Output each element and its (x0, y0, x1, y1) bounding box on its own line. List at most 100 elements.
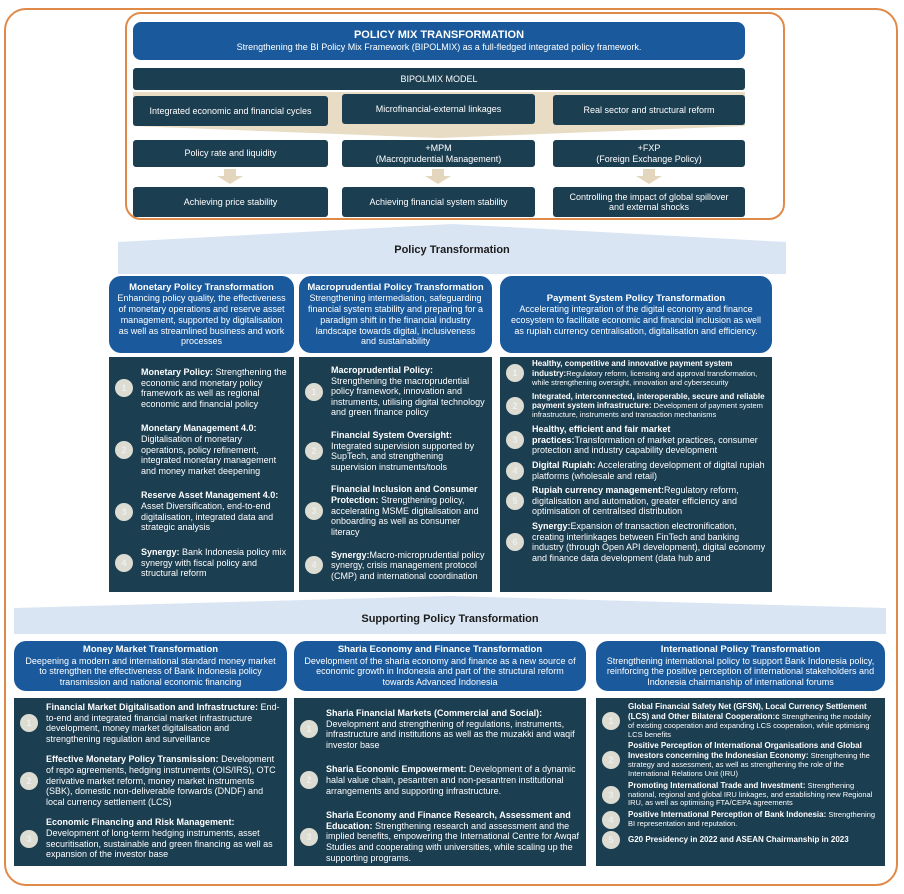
bipolmix-model-bar: BIPOLMIX MODEL (133, 68, 745, 90)
list-item: 6 Synergy:Expansion of transaction electr… (506, 521, 766, 563)
column-panel: 1 Healthy, competitive and innovative pay… (500, 357, 772, 592)
column-description: Enhancing policy quality, the effectiven… (117, 293, 286, 347)
number-badge-icon: 1 (506, 364, 524, 383)
item-title: Financial System Oversight: (331, 430, 453, 441)
instrument-mpm: +MPM(Macroprudential Management) (342, 140, 535, 167)
policy-mix-subtitle: Strengthening the BI Policy Mix Framewor… (236, 42, 642, 53)
instrument-sublabel: (Foreign Exchange Policy) (596, 153, 702, 164)
item-title: G20 Presidency in 2022 and ASEAN Chairma… (628, 835, 849, 845)
item-title: Global Financial Safety Net (GFSN), Loca… (628, 702, 867, 721)
item-description: Strengthening the strategy and assessmen… (628, 751, 870, 778)
item-description: Accelerating development of digital rupi… (532, 459, 765, 481)
number-badge-icon: 6 (506, 533, 524, 552)
item-title: Macroprudential Policy: (331, 365, 434, 375)
number-badge-icon: 3 (305, 502, 323, 520)
item-text: Economic Financing and Risk Management: … (46, 817, 281, 859)
objective-label: Achieving financial system stability (369, 196, 508, 207)
list-item: 3 Economic Financing and Risk Management:… (20, 817, 281, 859)
supporting-transformation-label: Supporting Policy Transformation (361, 613, 539, 625)
item-description: End-to-end and integrated financial mark… (46, 702, 280, 744)
column-title: Macroprudential Policy Transformation (307, 281, 484, 293)
item-text: Synergy:Expansion of transaction electro… (532, 521, 766, 563)
policy-band-shape (118, 224, 786, 274)
item-text: Financial System Oversight: Integrated s… (331, 430, 486, 472)
number-badge-icon: 4 (115, 553, 133, 572)
number-badge-icon: 1 (602, 711, 620, 730)
number-badge-icon: 4 (506, 461, 524, 480)
item-title: Economic Financing and Risk Management: (46, 817, 235, 828)
item-description: Development and strengthening of regulat… (326, 718, 575, 750)
supporting-band-shape (14, 596, 886, 634)
item-text: Promoting International Trade and Invest… (628, 781, 879, 809)
item-description: Strengthening BI representation and repu… (628, 810, 876, 829)
item-title: Financial Market Digitalisation and Infr… (46, 702, 259, 712)
item-description: Strengthening policy, accelerating MSME … (331, 495, 479, 537)
item-text: Healthy, efficient and fair market pract… (532, 424, 766, 456)
item-text: Healthy, competitive and innovative paym… (532, 359, 766, 388)
item-text: Synergy:Macro-microprudential policy syn… (331, 550, 486, 582)
item-text: Positive Perception of International Org… (628, 741, 879, 778)
item-description: Expansion of transaction electronificati… (532, 520, 766, 563)
down-arrow-icon (425, 169, 451, 184)
model-box-linkages: Microfinancial-external linkages (342, 94, 535, 124)
item-text: Positive International Perception of Ban… (628, 810, 879, 829)
column-description: Accelerating integration of the digital … (510, 304, 762, 336)
number-badge-icon: 1 (20, 714, 38, 733)
column-title: Payment System Policy Transformation (546, 292, 726, 304)
item-text: G20 Presidency in 2022 and ASEAN Chairma… (628, 835, 849, 845)
list-item: 3 Promoting International Trade and Inves… (602, 781, 879, 809)
list-item: 1 Global Financial Safety Net (GFSN), Loc… (602, 702, 879, 739)
number-badge-icon: 3 (115, 502, 133, 521)
instrument-label: +MPM (425, 143, 452, 154)
instrument-label: +FXP (637, 143, 661, 154)
item-title: Rupiah currency management: (532, 485, 665, 496)
item-title: Positive International Perception of Ban… (628, 810, 827, 820)
item-title: Integrated, interconnected, interoperabl… (532, 391, 765, 411)
item-description: Macro-microprudential policy synergy, cr… (331, 549, 485, 581)
item-description: Strengthening the economic and monetary … (141, 367, 287, 409)
objective-label: Achieving price stability (183, 196, 278, 207)
down-arrow-icon (636, 169, 662, 184)
number-badge-icon: 3 (20, 829, 38, 848)
column-title: International Policy Transformation (660, 644, 821, 656)
list-item: 1 Financial Market Digitalisation and Inf… (20, 702, 281, 744)
number-badge-icon: 2 (115, 440, 133, 459)
column-description: Strengthening intermediation, safeguardi… (307, 293, 484, 347)
model-box-cycles: Integrated economic and financial cycles (133, 96, 328, 126)
item-text: Macroprudential Policy: Strengthening th… (331, 365, 486, 418)
model-box-reform: Real sector and structural reform (553, 95, 745, 125)
number-badge-icon: 3 (602, 785, 620, 804)
item-title: Positive Perception of International Org… (628, 741, 862, 761)
down-arrow-icon (217, 169, 243, 184)
column-panel: 1 Global Financial Safety Net (GFSN), Loc… (596, 698, 885, 866)
objective-sublabel: and external shocks (608, 202, 690, 212)
number-badge-icon: 1 (115, 379, 133, 398)
number-badge-icon: 2 (20, 771, 38, 790)
item-description: Development of long-term hedging instrum… (46, 828, 273, 860)
objective-price-stability: Achieving price stability (133, 187, 328, 217)
number-badge-icon: 4 (305, 556, 323, 575)
number-badge-icon: 4 (602, 810, 620, 829)
item-title: Promoting International Trade and Invest… (628, 780, 806, 790)
instrument-label: Policy rate and liquidity (184, 148, 277, 159)
policy-mix-title: POLICY MIX TRANSFORMATION (353, 29, 525, 41)
item-text: Integrated, interconnected, interoperabl… (532, 392, 766, 421)
item-description: Strengthening the modality of existing c… (628, 711, 871, 739)
column-header: Sharia Economy and Finance Transformatio… (294, 641, 586, 691)
column-title: Monetary Policy Transformation (129, 281, 274, 293)
